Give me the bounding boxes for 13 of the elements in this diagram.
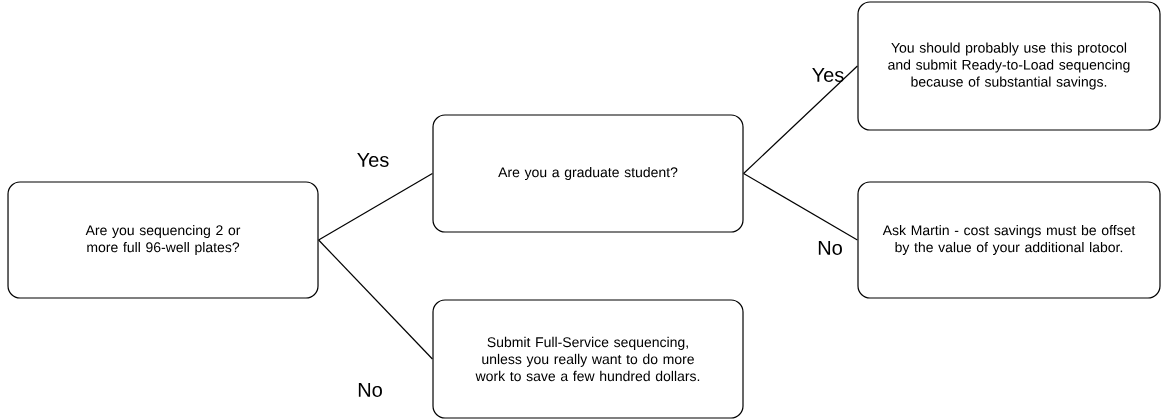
decision-box: You should probably use this protocol and submit Ready-to-Load sequencing because of substantial savings. (857, 1, 1161, 131)
decision-box: Submit Full-Service sequencing, unless you really want to do more work to save a few hundred dollars. (432, 299, 744, 419)
decision-box: Ask Martin - cost savings must be offset by the value of your additional labor. (857, 181, 1161, 299)
connector-line (318, 172, 433, 241)
edge-label: No (358, 383, 382, 397)
edge-label: Yes (357, 153, 389, 167)
connector-line (743, 172, 858, 241)
connector-line (743, 65, 858, 175)
decision-box: Are you sequencing 2 or more full 96-well plates? (7, 181, 319, 299)
connector-line (318, 239, 433, 360)
edge-label: No (818, 241, 842, 255)
decision-box: Are you a graduate student? (432, 114, 744, 233)
edge-label: Yes (812, 68, 844, 82)
